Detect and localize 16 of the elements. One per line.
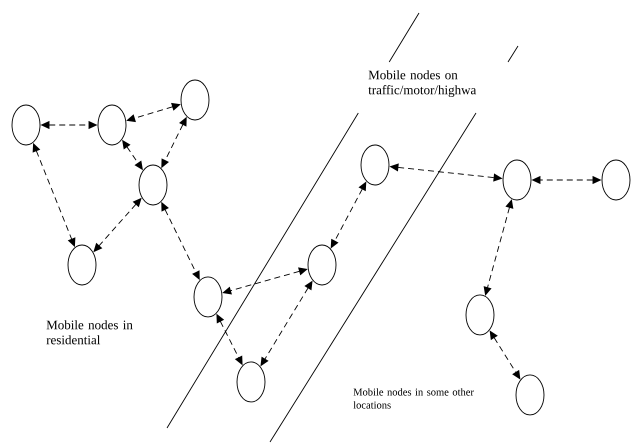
region-label: Mobile nodes in some other locations bbox=[353, 388, 474, 409]
node-ellipse bbox=[98, 104, 126, 146]
region-label: Mobile nodes on traffic/motor/highwa bbox=[368, 70, 476, 98]
node-ellipse bbox=[194, 276, 222, 318]
node-ellipse bbox=[308, 244, 336, 286]
node-ellipse bbox=[502, 160, 532, 200]
node-ellipse bbox=[466, 294, 494, 336]
node-ellipse bbox=[180, 80, 210, 120]
node-ellipse bbox=[12, 104, 40, 146]
node-ellipse bbox=[360, 144, 390, 186]
node-ellipse bbox=[516, 374, 544, 416]
node-ellipse bbox=[602, 160, 630, 200]
node-ellipse bbox=[138, 164, 168, 206]
node-ellipse bbox=[236, 362, 266, 402]
node-ellipse bbox=[68, 244, 96, 286]
region-label: Mobile nodes in residential bbox=[46, 320, 133, 344]
